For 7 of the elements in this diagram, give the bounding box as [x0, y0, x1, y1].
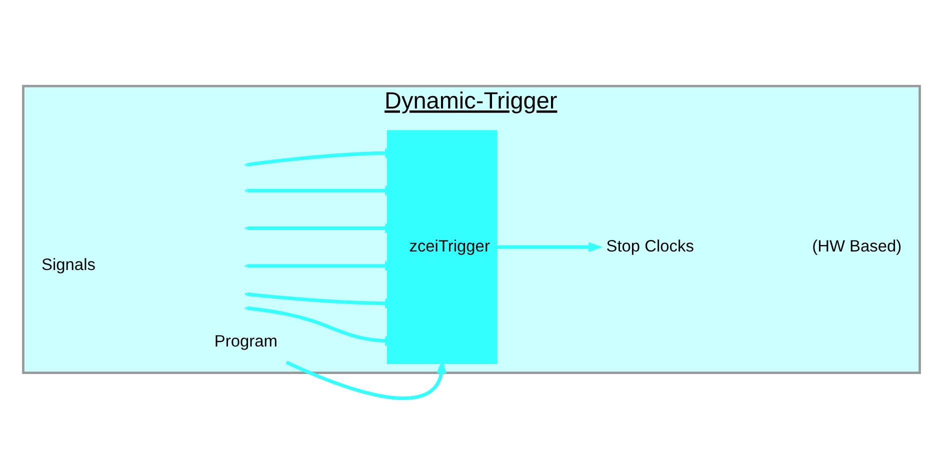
arrow [496, 242, 603, 252]
label: Signals [42, 256, 96, 274]
node-box: zceiTrigger [386, 130, 498, 364]
label: (HW Based) [812, 236, 902, 255]
node-text: Stop Clocks [606, 236, 694, 255]
arrow [286, 358, 446, 400]
node-text: Program [214, 332, 278, 350]
